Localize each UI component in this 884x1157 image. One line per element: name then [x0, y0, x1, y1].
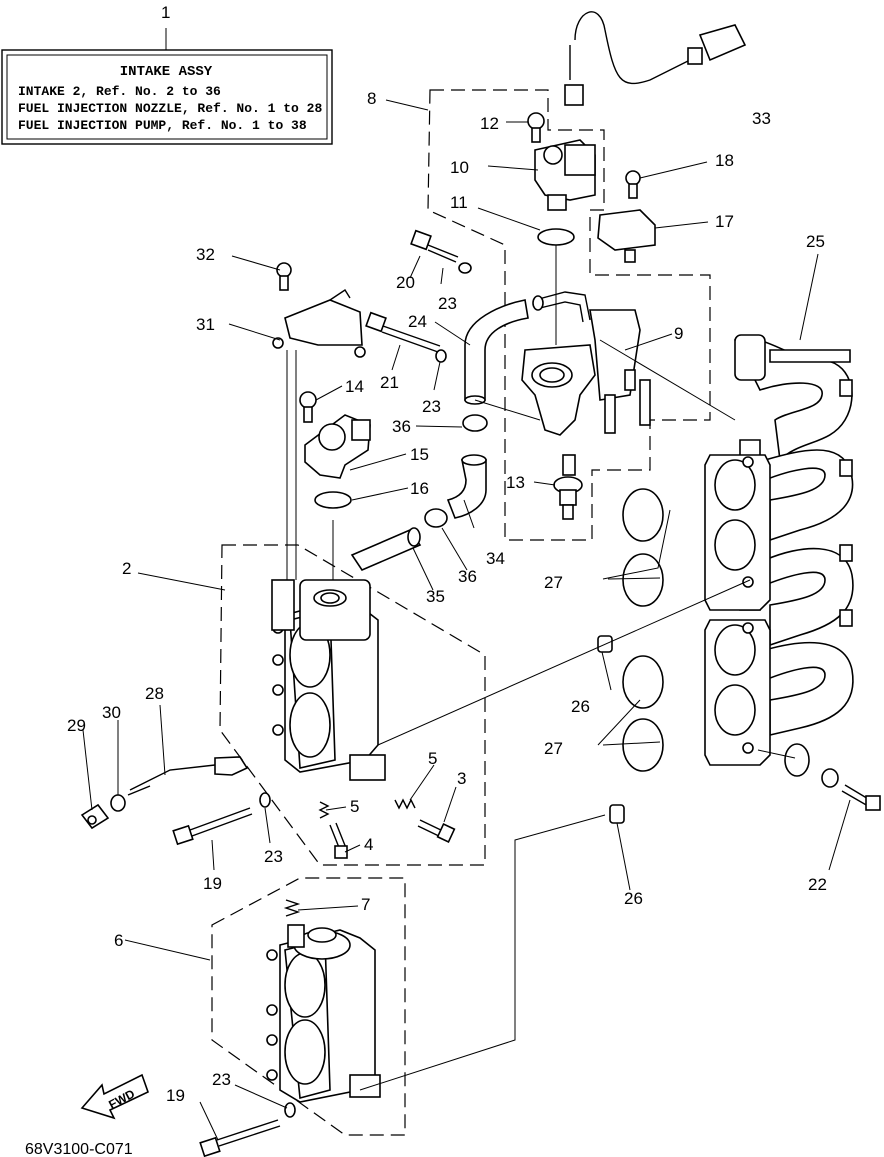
callout-34: 34	[486, 549, 505, 568]
bolt-19-lower	[199, 1119, 281, 1157]
callout-36-a: 36	[392, 417, 411, 436]
intake-assy-info-box: INTAKE ASSY INTAKE 2, Ref. No. 2 to 36 F…	[1, 28, 333, 145]
sensor-17	[597, 209, 656, 263]
callout-27-a: 27	[544, 573, 563, 592]
fuel-injector-10	[534, 139, 596, 211]
callout-24: 24	[408, 312, 427, 331]
nut-30	[110, 794, 126, 812]
hose-24	[464, 299, 529, 405]
gasket-27-upper	[622, 488, 664, 607]
bolt-20	[410, 229, 459, 263]
callout-23-b: 23	[422, 397, 441, 416]
spring-5-left	[318, 801, 330, 819]
callout-26-b: 26	[624, 889, 643, 908]
group-outline-8	[427, 89, 711, 541]
callout-9: 9	[674, 324, 683, 343]
callout-23-d: 23	[212, 1070, 231, 1089]
spring-5-right	[394, 798, 416, 810]
callout-10: 10	[450, 158, 469, 177]
callout-22: 22	[808, 875, 827, 894]
callout-23-a: 23	[438, 294, 457, 313]
throttle-body-upper	[271, 579, 386, 781]
callout-4: 4	[364, 835, 373, 854]
group-outline-6	[211, 877, 406, 1136]
screw-12	[527, 112, 545, 143]
terminal-29	[80, 803, 110, 830]
sensor-13	[553, 454, 583, 520]
washer-23-a	[458, 262, 472, 274]
callout-11: 11	[450, 193, 468, 212]
callout-7: 7	[361, 895, 370, 914]
info-box-line-2: FUEL INJECTION NOZZLE, Ref. No. 1 to 28	[18, 101, 322, 116]
o-ring-11	[537, 228, 575, 246]
lead-wire-28	[127, 756, 249, 796]
intake-manifold	[704, 334, 854, 766]
bolt-4	[329, 822, 348, 859]
callout-21: 21	[380, 373, 399, 392]
callout-33: 33	[752, 109, 771, 128]
washer-23-c	[259, 792, 271, 808]
callout-5-b: 5	[350, 797, 359, 816]
drawing-code: 68V3100-C071	[25, 1141, 133, 1157]
info-box-line-3: FUEL INJECTION PUMP, Ref. No. 1 to 38	[18, 118, 307, 133]
group-outline-2	[219, 544, 486, 866]
screw-18	[625, 170, 641, 199]
callout-32: 32	[196, 245, 215, 264]
hose-34	[446, 454, 487, 519]
screw-14	[299, 391, 317, 423]
callout-27-b: 27	[544, 739, 563, 758]
info-box-line-1: INTAKE 2, Ref. No. 2 to 36	[18, 84, 221, 99]
info-box-title: INTAKE ASSY	[120, 64, 213, 80]
callout-36-b: 36	[458, 567, 477, 586]
forward-arrow-icon: FWD	[80, 1073, 149, 1120]
callout-13: 13	[506, 473, 525, 492]
callout-28: 28	[145, 684, 164, 703]
callout-17: 17	[715, 212, 734, 231]
callout-15: 15	[410, 445, 429, 464]
callout-5-a: 5	[428, 749, 437, 768]
callout-30: 30	[102, 703, 121, 722]
callout-20: 20	[396, 273, 415, 292]
collar-26-lower	[609, 804, 625, 824]
clip-36-lower	[424, 508, 448, 528]
callout-31: 31	[196, 315, 215, 334]
bolt-3	[417, 819, 456, 843]
callout-18: 18	[715, 151, 734, 170]
callout-26-a: 26	[571, 697, 590, 716]
callout-6: 6	[114, 931, 123, 950]
washer-23-d	[284, 1102, 296, 1118]
callout-14: 14	[345, 377, 364, 396]
throttle-body-lower	[266, 924, 381, 1103]
harness-33	[564, 11, 747, 106]
grommet-22	[784, 743, 881, 811]
washer-23-b	[435, 349, 447, 363]
callout-25: 25	[806, 232, 825, 251]
pipe-35	[350, 527, 422, 571]
callout-29: 29	[67, 716, 86, 735]
callout-23-c: 23	[264, 847, 283, 866]
sensor-15	[304, 414, 371, 479]
clip-36-upper	[462, 414, 488, 432]
callout-numbers: 1 8 12 10 11 33 18 17 25 9 32 20 23 31 2…	[67, 3, 827, 1105]
gasket-27-lower	[622, 655, 664, 772]
callout-3: 3	[457, 769, 466, 788]
callout-1: 1	[161, 3, 170, 22]
callout-19-a: 19	[203, 874, 222, 893]
leader-lines	[82, 99, 851, 1141]
callout-12: 12	[480, 114, 499, 133]
o-ring-16	[314, 491, 352, 509]
bolt-19-upper	[172, 807, 253, 846]
callout-2: 2	[122, 559, 131, 578]
spring-7	[283, 899, 301, 917]
callout-8: 8	[367, 89, 376, 108]
bracket-31	[272, 289, 366, 358]
bolt-21	[365, 311, 441, 353]
callout-35: 35	[426, 587, 445, 606]
callout-19-b: 19	[166, 1086, 185, 1105]
screw-32	[276, 262, 292, 291]
callout-16: 16	[410, 479, 429, 498]
assembly-reference-lines	[286, 245, 796, 1091]
pressure-regulator-body	[521, 291, 651, 436]
